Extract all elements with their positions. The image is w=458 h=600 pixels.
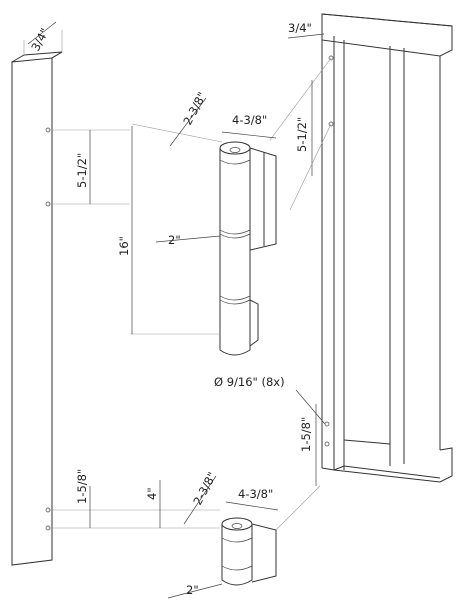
hole-callout-leader: [295, 389, 326, 425]
label-left-upper-spacing: 5-1/2": [75, 153, 89, 188]
label-right-upper-spacing: 5-1/2": [295, 117, 309, 152]
dim-upper-hinge: [48, 97, 277, 335]
upper-hinge: [219, 141, 277, 356]
frame-hole: [324, 421, 330, 427]
label-upper-hinge-depth: 2": [168, 233, 181, 247]
label-hinge-height: 16": [117, 236, 131, 256]
frame-hole: [324, 441, 330, 447]
lower-hinge: [221, 517, 277, 586]
label-lower-hinge-depth: 2": [186, 583, 199, 597]
frame-hole: [328, 55, 334, 61]
label-hole-callout: Ø 9/16" (8x): [214, 375, 285, 389]
label-lower-hinge-width: 4-3/8": [238, 487, 273, 501]
left-post: [11, 51, 63, 566]
label-top-left-post-width: 3/4": [28, 26, 52, 54]
dim-top-left-width: [23, 21, 63, 55]
frame-hole: [328, 121, 334, 127]
dim-lower-hinge: [48, 475, 321, 599]
label-right-lower-spacing: 1-5/8": [299, 417, 313, 452]
label-top-right-frame-width: 3/4": [288, 21, 312, 35]
label-upper-hinge-offset: 2-3/8": [180, 90, 209, 128]
label-left-lower-spacing: 1-5/8": [75, 469, 89, 504]
dim-top-right-width: [287, 33, 325, 39]
label-lower-hinge-offset: 2-3/8": [190, 470, 219, 508]
right-frame: [321, 13, 453, 483]
label-upper-hinge-width: 4-3/8": [232, 113, 267, 127]
dim-right-upper-spacing: [269, 57, 332, 211]
label-lower-hinge-height: 4": [145, 487, 159, 500]
